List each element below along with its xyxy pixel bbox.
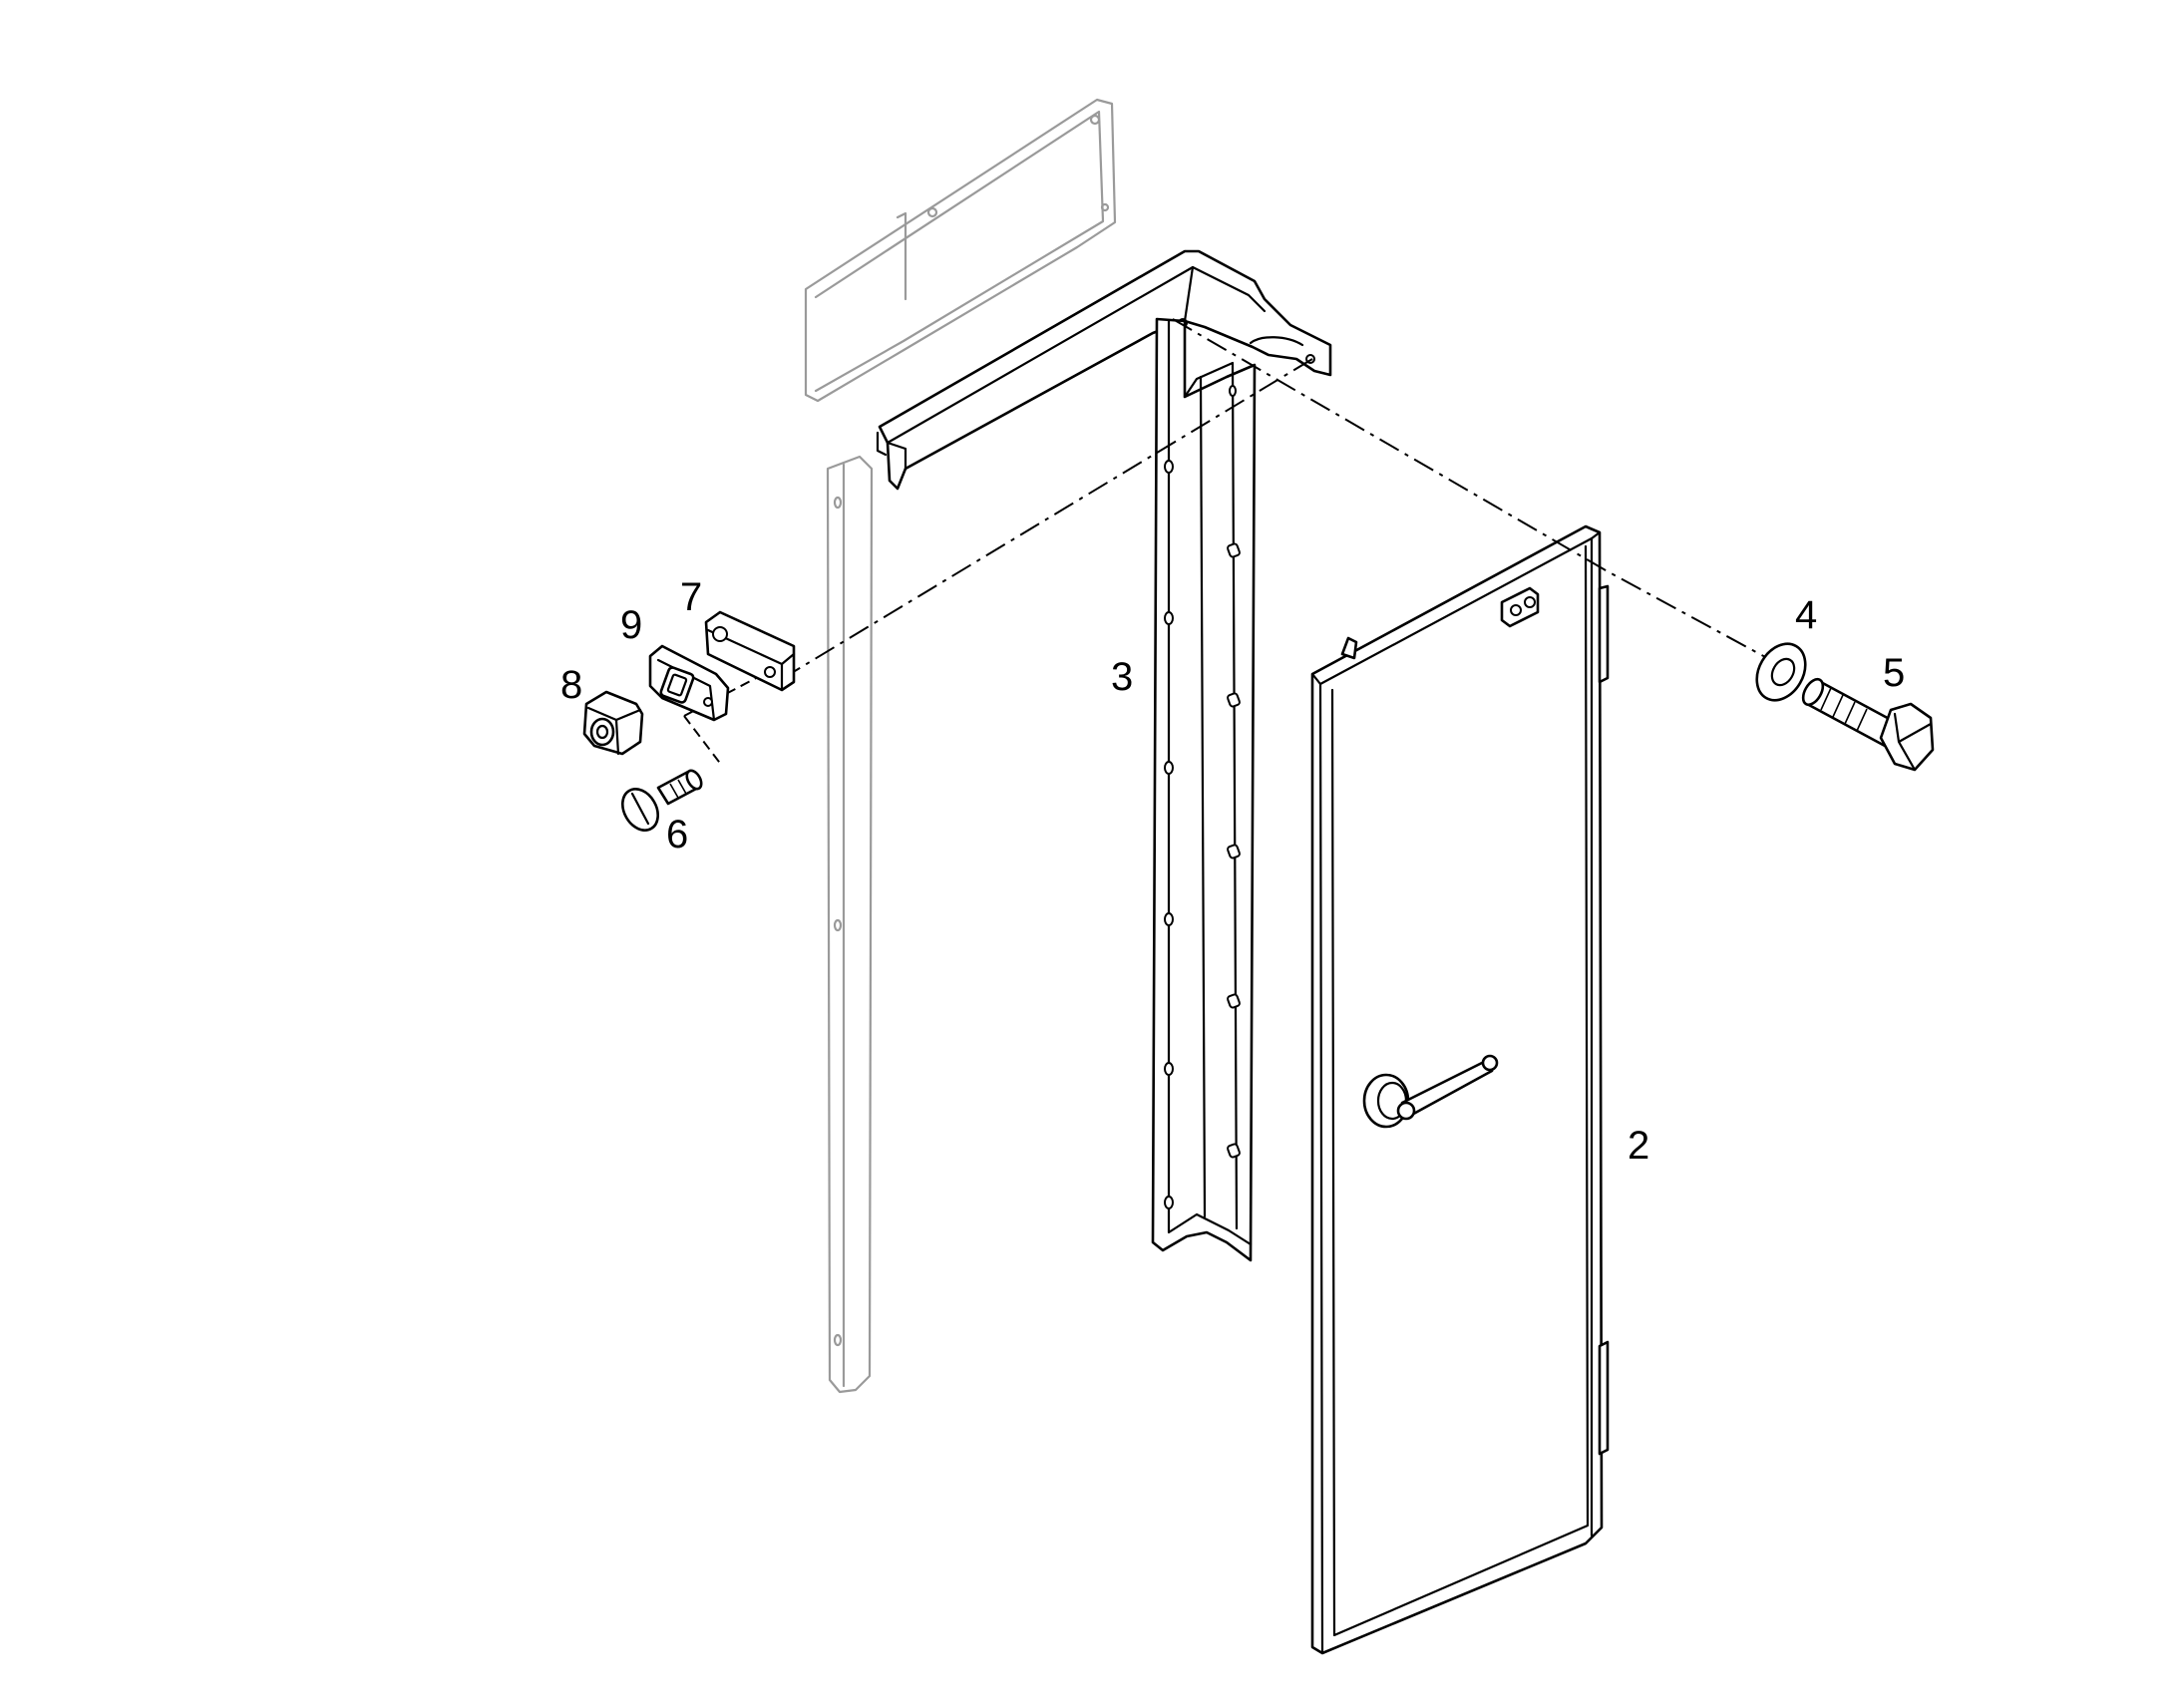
callout-8: 8 [560, 663, 582, 707]
door-handle [1362, 1054, 1499, 1129]
callout-9: 9 [620, 603, 642, 647]
ghost-vertical-strip [826, 455, 874, 1394]
assembly-centerlines [683, 318, 1768, 767]
washer [1755, 642, 1807, 702]
door-panel [1310, 524, 1610, 1655]
callout-7: 7 [680, 575, 702, 619]
callout-6: 6 [666, 813, 688, 856]
latch-cap [582, 690, 644, 756]
callout-5: 5 [1883, 651, 1905, 695]
latch-bar [704, 610, 796, 692]
callout-2: 2 [1628, 1124, 1649, 1168]
callout-3: 3 [1111, 655, 1133, 699]
callout-4: 4 [1795, 593, 1817, 637]
ghost-mounting-bracket [804, 98, 1117, 403]
hex-bolt [1801, 677, 1935, 772]
callout-labels: 2 3 4 5 6 7 8 9 [560, 575, 1905, 1168]
latch-plate [648, 644, 730, 722]
slotted-screw [621, 769, 703, 832]
post-holes [1164, 385, 1241, 1209]
post-assembly [876, 249, 1332, 1262]
